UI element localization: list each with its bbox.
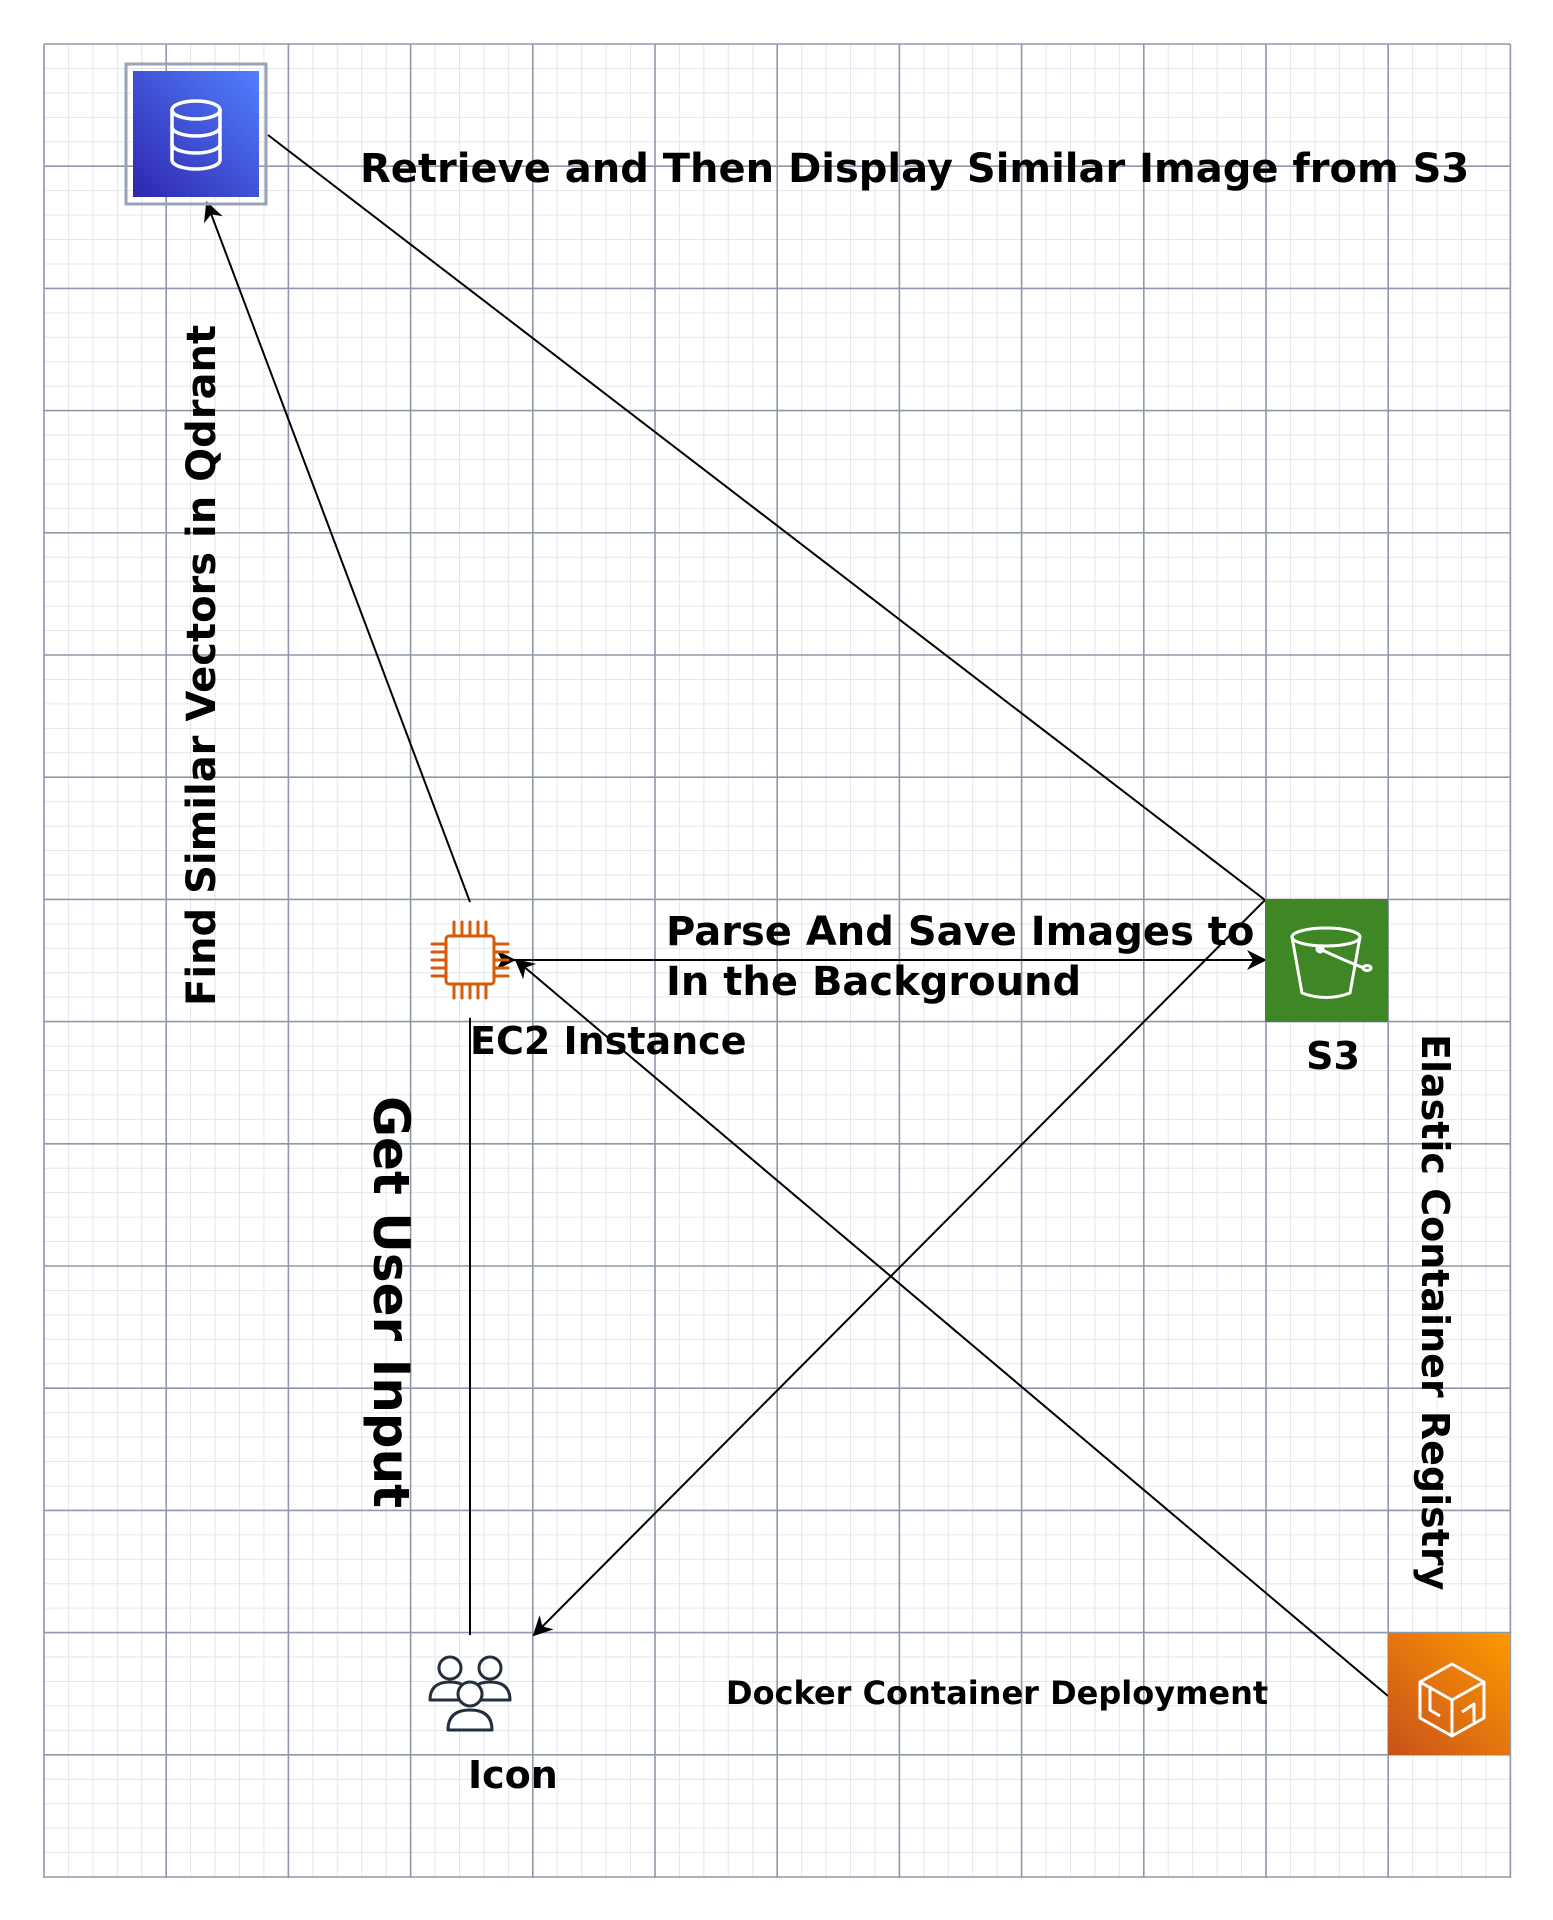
ecr-container-icon: [1418, 1662, 1486, 1738]
edge-label-docker: Docker Container Deployment: [726, 1674, 1268, 1712]
edge-label-parse-line1: Parse And Save Images to: [666, 909, 1254, 955]
edge-s3-to-users: [532, 899, 1266, 1637]
edge-ec2-to-qdrant: [203, 201, 471, 903]
s3-bucket-icon: [1290, 926, 1373, 999]
edges: [203, 134, 1389, 1697]
edge-label-get-input: Get User Input: [362, 1096, 420, 1508]
edge-label-parse-line2: In the Background: [666, 959, 1081, 1005]
edge-label-find-vectors: Find Similar Vectors in Qdrant: [179, 325, 225, 1006]
database-icon: [170, 99, 222, 171]
edge-qdrant-to-s3: [267, 134, 1266, 901]
users-label: Icon: [468, 1753, 558, 1797]
s3-node[interactable]: S3: [1265, 899, 1388, 1078]
ec2-chip-icon: [430, 920, 510, 1000]
ec2-label: EC2 Instance: [470, 1019, 746, 1063]
ecr-label: Elastic Container Registry: [1413, 1034, 1457, 1591]
ecr-node[interactable]: Elastic Container Registry: [1388, 1034, 1510, 1755]
edge-label-retrieve: Retrieve and Then Display Similar Image …: [360, 146, 1469, 192]
s3-label: S3: [1306, 1034, 1360, 1078]
users-node[interactable]: Icon: [428, 1655, 558, 1797]
edge-ecr-to-ec2: [514, 958, 1389, 1697]
qdrant-node[interactable]: [124, 62, 268, 206]
users-icon: [428, 1655, 512, 1732]
ec2-node[interactable]: EC2 Instance: [430, 920, 746, 1063]
